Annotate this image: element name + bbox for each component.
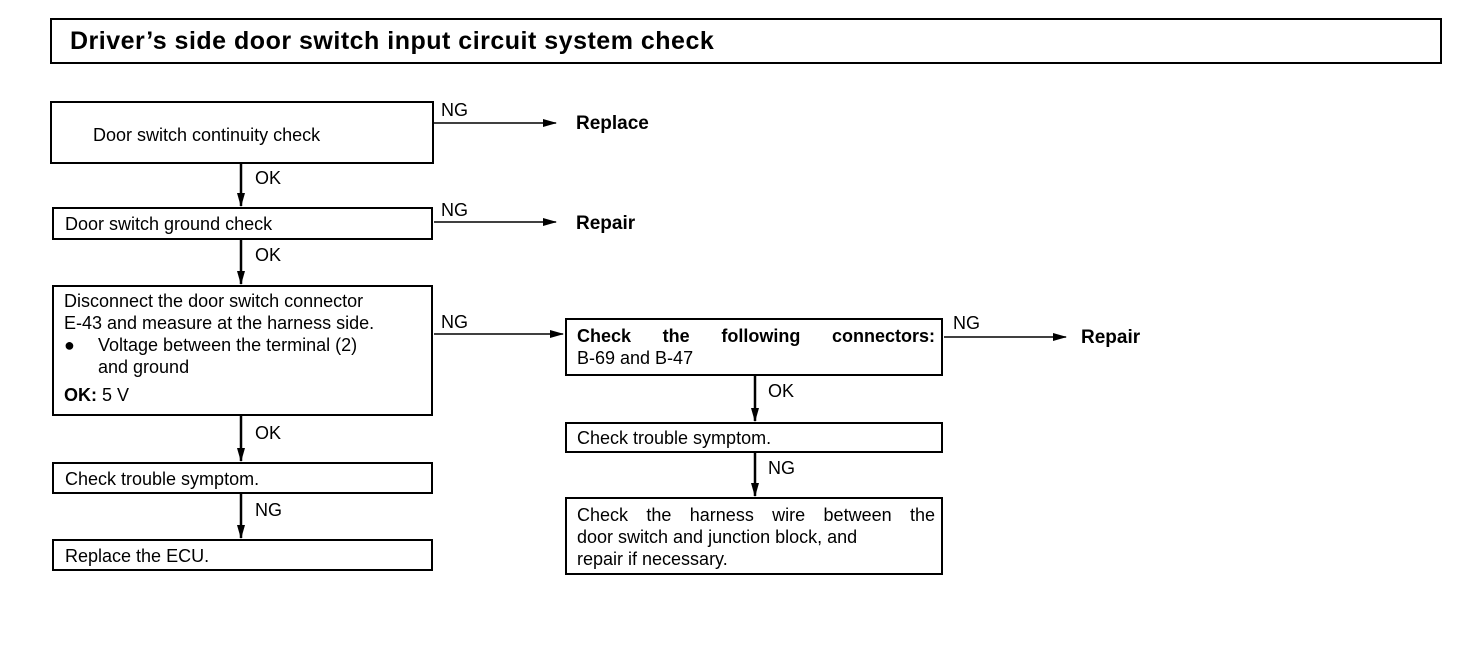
disconnect-ok-label: OK:: [64, 385, 97, 405]
result-repair-connectors: Repair: [1081, 327, 1141, 348]
result-repair-ground: Repair: [576, 213, 636, 234]
harness-line-1: Check the harness wire between the: [577, 505, 935, 525]
connectors-line-1: Check the following connectors:: [577, 326, 935, 346]
result-replace: Replace: [576, 113, 649, 134]
box-replace-ecu: Replace the ECU.: [52, 539, 433, 571]
label-ok-ground: OK: [255, 245, 282, 265]
title-box: Driver’s side door switch input circuit …: [50, 18, 1442, 64]
label-ok-connectors: OK: [768, 381, 795, 401]
box-disconnect-measure: Disconnect the door switch connector E-4…: [52, 285, 433, 416]
label-ng-ground: NG: [441, 200, 468, 220]
disconnect-ok-row: OK: 5 V: [64, 384, 430, 406]
box-ground-check: Door switch ground check: [52, 207, 433, 240]
disconnect-line-1: Disconnect the door switch connector: [64, 291, 364, 311]
box-symptom-right-text: Check trouble symptom.: [577, 428, 772, 448]
disconnect-ok-value: 5 V: [102, 385, 130, 405]
label-ng-symptom-left: NG: [255, 500, 282, 520]
box-symptom-right: Check trouble symptom.: [565, 422, 943, 453]
box-ground-check-text: Door switch ground check: [65, 214, 273, 234]
box-continuity-check-text: Door switch continuity check: [93, 125, 321, 145]
connectors-text-block: Check the following connectors: B-69 and…: [577, 325, 935, 369]
box-connectors-check: Check the following connectors: B-69 and…: [565, 318, 943, 376]
disconnect-bullet-line-2: and ground: [98, 357, 190, 377]
disconnect-bullet-line-1: Voltage between the terminal (2): [98, 335, 358, 355]
harness-line-2: door switch and junction block, and: [577, 527, 858, 547]
box-replace-ecu-text: Replace the ECU.: [65, 546, 210, 566]
box-harness-check: Check the harness wire between the door …: [565, 497, 943, 575]
disconnect-line-2: E-43 and measure at the harness side.: [64, 313, 375, 333]
connectors-line-2: B-69 and B-47: [577, 348, 694, 368]
label-ng-disconnect: NG: [441, 312, 468, 332]
diagram-title: Driver’s side door switch input circuit …: [70, 27, 715, 55]
harness-text-block: Check the harness wire between the door …: [577, 504, 935, 570]
label-ng-continuity: NG: [441, 100, 468, 120]
box-continuity-check: Door switch continuity check: [50, 101, 434, 164]
label-ok-disconnect: OK: [255, 423, 282, 443]
disconnect-bullet-row: ● Voltage between the terminal (2): [64, 334, 430, 356]
bullet-icon: ●: [64, 335, 75, 355]
label-ng-symptom-right: NG: [768, 458, 795, 478]
disconnect-text-block: Disconnect the door switch connector E-4…: [64, 290, 430, 406]
harness-line-3: repair if necessary.: [577, 549, 728, 569]
box-symptom-left: Check trouble symptom.: [52, 462, 433, 494]
box-symptom-left-text: Check trouble symptom.: [65, 469, 260, 489]
label-ng-connectors: NG: [953, 313, 980, 333]
label-ok-continuity: OK: [255, 168, 282, 188]
